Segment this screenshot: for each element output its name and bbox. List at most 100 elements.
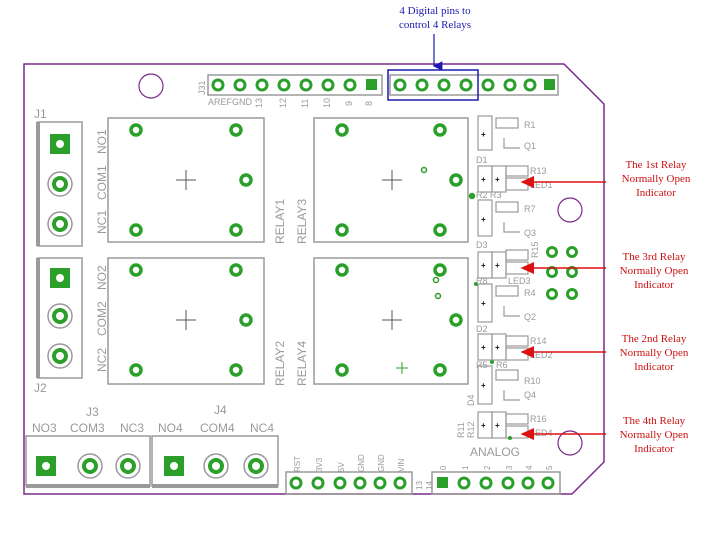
callout-line: Normally Open — [619, 347, 689, 359]
label-p14: 14 — [425, 481, 434, 490]
header-pin — [321, 78, 335, 92]
callout-line: Indicator — [634, 279, 674, 291]
label-relay4: RELAY4 — [295, 341, 309, 386]
label-nc3: NC3 — [120, 421, 144, 435]
label-q2: Q2 — [524, 312, 536, 322]
plus-mark: + — [495, 421, 500, 430]
power-pin — [373, 476, 387, 490]
label-d3: D3 — [476, 240, 488, 250]
label-vin: VIN — [397, 458, 406, 472]
label-d8: 8 — [364, 101, 374, 106]
label-r10: R10 — [524, 376, 541, 386]
analog-pin — [501, 476, 515, 490]
header-pin — [277, 78, 291, 92]
label-gnd1: GND — [357, 454, 366, 472]
label-r14: R14 — [530, 336, 547, 346]
board-outline — [23, 63, 605, 495]
mounting-hole — [557, 430, 583, 456]
via — [474, 282, 478, 286]
callout-digital-pins: 4 Digital pins to control 4 Relays — [380, 4, 490, 32]
analog-pin — [541, 476, 555, 490]
label-com3: COM3 — [70, 421, 105, 435]
label-d9: 9 — [344, 101, 354, 106]
callout-line: Indicator — [634, 443, 674, 455]
label-led3: LED3 — [508, 276, 531, 286]
plus-mark: + — [481, 343, 486, 352]
label-j1: J1 — [34, 107, 47, 121]
header-pin — [211, 78, 225, 92]
label-r3: R3 — [490, 190, 502, 200]
label-q4: Q4 — [524, 390, 536, 400]
header-pin — [343, 78, 357, 92]
label-relay1: RELAY1 — [273, 199, 287, 244]
power-pin — [311, 476, 325, 490]
label-com1: COM1 — [95, 165, 109, 200]
power-pin — [289, 476, 303, 490]
header-pin — [233, 78, 247, 92]
label-led1: LED1 — [530, 180, 553, 190]
label-a1: 1 — [461, 465, 470, 470]
plus-mark: + — [495, 343, 500, 352]
label-5v: 5V — [337, 462, 346, 472]
plus-mark: + — [495, 175, 500, 184]
label-relay3: RELAY3 — [295, 199, 309, 244]
callout-line: The 4th Relay — [622, 415, 686, 427]
header-pin — [299, 78, 313, 92]
callout-line: Normally Open — [619, 429, 689, 441]
label-nc2: NC2 — [95, 348, 109, 372]
label-r7: R7 — [524, 204, 536, 214]
label-no1: NO1 — [95, 129, 109, 154]
analog-pin — [479, 476, 493, 490]
via — [490, 360, 494, 364]
label-r2: R2 — [476, 190, 488, 200]
callout-line: 4 Digital pins to — [399, 5, 471, 17]
header-pin — [255, 78, 269, 92]
label-gnd2: GND — [377, 454, 386, 472]
power-pin — [393, 476, 407, 490]
callout-line: Normally Open — [621, 173, 691, 185]
power-pin — [333, 476, 347, 490]
label-d10: 10 — [322, 98, 332, 108]
label-r8: R8 — [476, 276, 488, 286]
label-relay2: RELAY2 — [273, 341, 287, 386]
label-no2: NO2 — [95, 265, 109, 290]
label-r15: R15 — [530, 241, 540, 258]
label-a5: 5 — [545, 465, 554, 470]
mounting-hole — [557, 197, 583, 223]
label-a4: 4 — [525, 465, 534, 470]
component-column — [477, 115, 529, 439]
label-a2: 2 — [483, 465, 492, 470]
label-q3: Q3 — [524, 228, 536, 238]
header-pin-square — [366, 79, 377, 90]
label-d1: D1 — [476, 155, 488, 165]
label-com4: COM4 — [200, 421, 235, 435]
label-r11: R11 — [456, 422, 466, 438]
label-nc4: NC4 — [250, 421, 274, 435]
callout-line: Normally Open — [619, 265, 689, 277]
label-j2: J2 — [34, 381, 47, 395]
relay-1-outline — [107, 117, 265, 243]
label-gnd: GND — [232, 97, 253, 107]
label-r6: R6 — [496, 360, 508, 370]
label-j31: J31 — [197, 80, 207, 95]
label-no4: NO4 — [158, 421, 183, 435]
analog-pin — [521, 476, 535, 490]
analog-pin-square — [437, 477, 448, 488]
header-pin — [393, 78, 407, 92]
plus-mark: + — [481, 299, 486, 308]
label-p13: 13 — [415, 481, 424, 490]
callout-relay-1: The 1st Relay Normally Open Indicator — [608, 158, 704, 200]
callout-line: Indicator — [636, 187, 676, 199]
label-analog: ANALOG — [470, 445, 520, 459]
header-analog — [431, 471, 561, 495]
header-pin — [437, 78, 451, 92]
callout-relay-3: The 3rd Relay Normally Open Indicator — [604, 250, 704, 292]
callout-line: control 4 Relays — [398, 19, 472, 31]
relay-3-outline — [313, 117, 476, 243]
plus-mark: + — [481, 130, 486, 139]
label-aref: AREF — [208, 97, 233, 107]
label-q1: Q1 — [524, 141, 536, 151]
pad — [546, 288, 558, 300]
label-r13: R13 — [530, 166, 547, 176]
